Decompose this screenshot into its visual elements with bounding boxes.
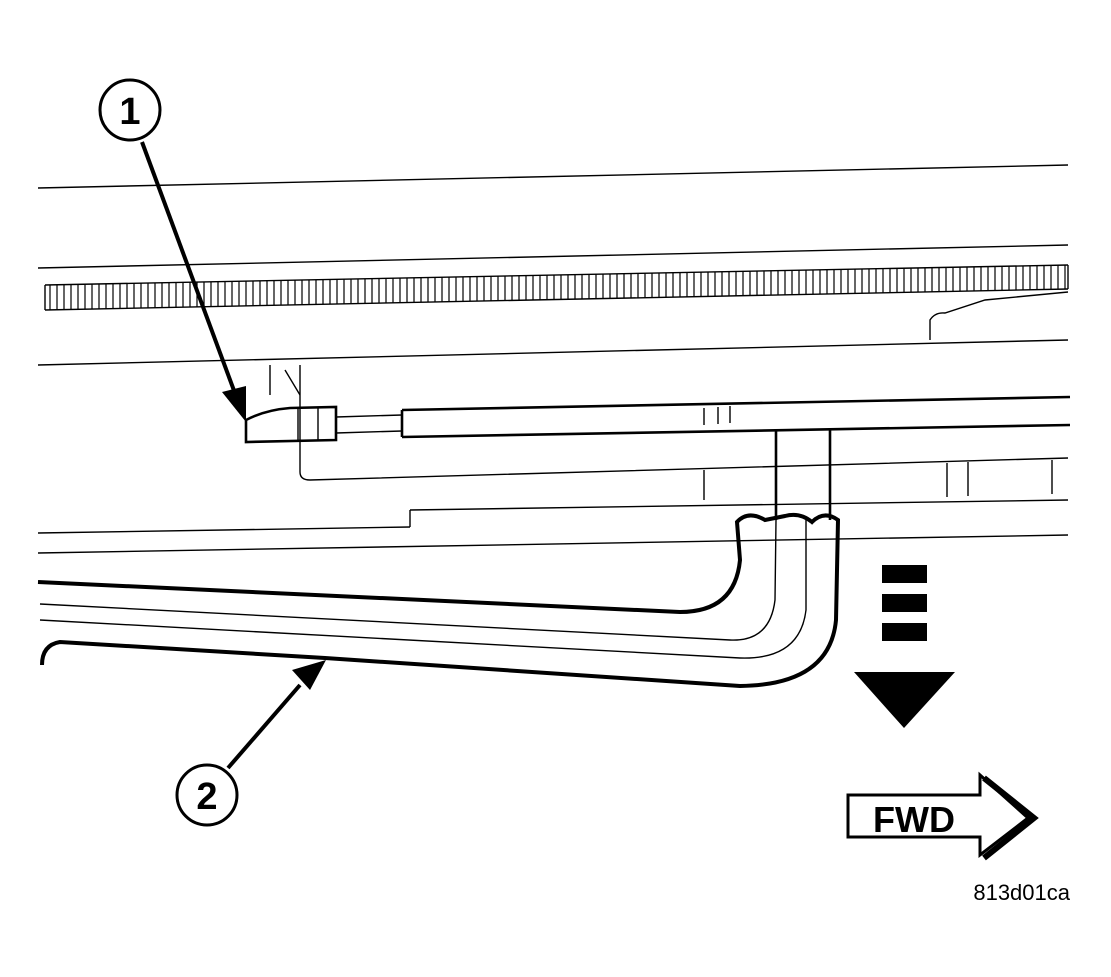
leader-arrows	[140, 141, 326, 770]
removal-direction-arrow-icon	[854, 565, 955, 728]
forward-indicator: FWD	[846, 771, 1039, 861]
wire-conduit	[44, 264, 1069, 311]
callout-1-arrowhead	[222, 386, 246, 422]
body-panel-lines	[37, 164, 1069, 554]
callout-2-arrowhead	[292, 660, 326, 690]
fuel-filler-tube	[37, 512, 841, 689]
fwd-label: FWD	[873, 799, 955, 840]
callout-1-label: 1	[119, 91, 140, 133]
figure-id: 813d01ca	[973, 880, 1070, 905]
conduit-ribs	[49, 265, 1066, 310]
callout-2-label: 2	[196, 776, 217, 818]
callout-2: 2	[175, 763, 239, 827]
callout-1: 1	[98, 78, 162, 142]
fuel-line-connector	[244, 395, 1071, 520]
